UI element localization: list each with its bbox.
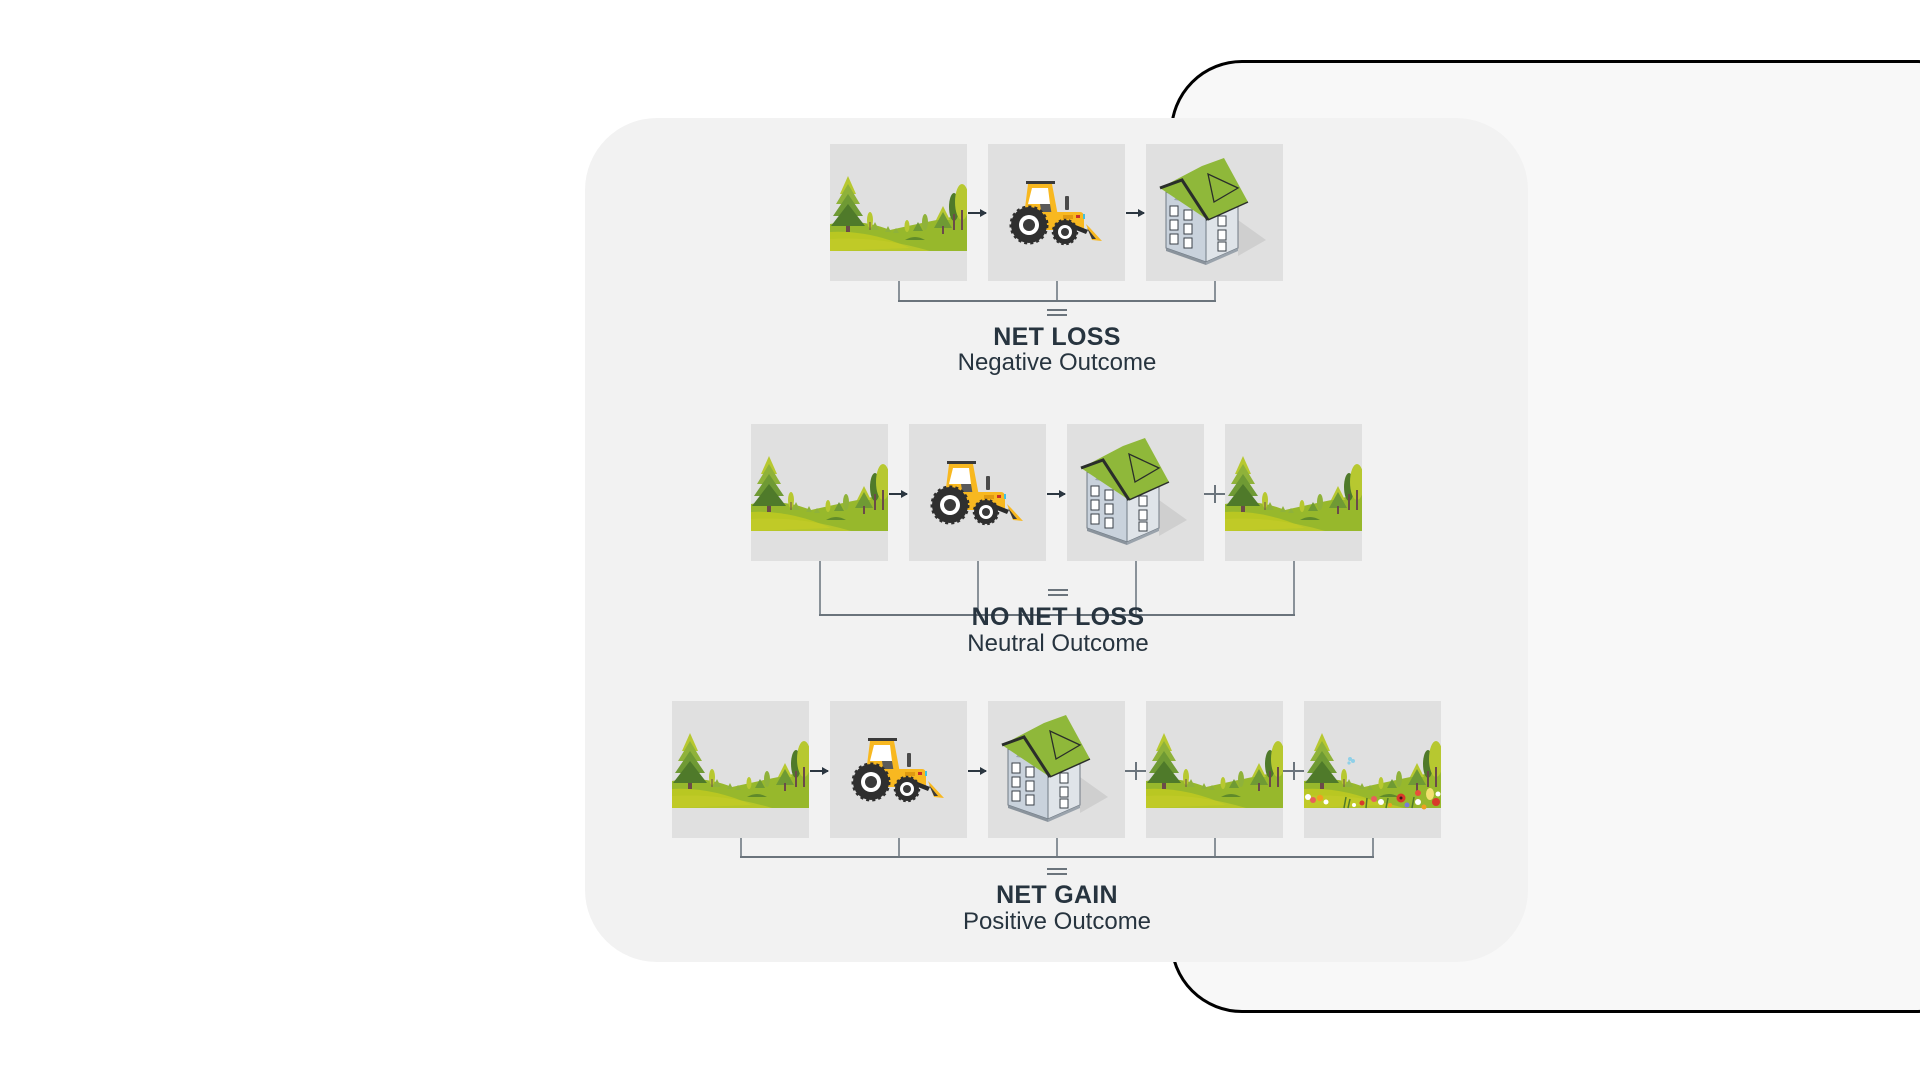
bracket-line bbox=[740, 856, 1374, 858]
landscape-icon bbox=[751, 424, 888, 561]
outcome-subtitle: Neutral Outcome bbox=[967, 630, 1149, 657]
outcome-subtitle: Positive Outcome bbox=[962, 908, 1152, 935]
tractor-loader-icon bbox=[988, 144, 1125, 281]
bracket-drop bbox=[977, 561, 979, 615]
bracket-drop bbox=[1056, 838, 1058, 857]
bracket-drop bbox=[1214, 281, 1216, 301]
excavator-tile bbox=[988, 144, 1125, 281]
equals-icon bbox=[1047, 868, 1067, 875]
excavator-tile bbox=[909, 424, 1046, 561]
bracket-line bbox=[898, 300, 1216, 302]
bracket-drop bbox=[819, 561, 821, 615]
landscape-icon bbox=[1146, 701, 1283, 838]
tractor-loader-icon bbox=[909, 424, 1046, 561]
outcome-title: NET GAIN bbox=[996, 881, 1118, 909]
building-icon bbox=[988, 701, 1125, 838]
bracket-drop bbox=[1293, 561, 1295, 615]
arrow-right-icon bbox=[1047, 490, 1066, 498]
arrow-right-icon bbox=[810, 767, 829, 775]
equals-icon bbox=[1047, 309, 1067, 316]
excavator-tile bbox=[830, 701, 967, 838]
arrow-right-icon bbox=[1126, 209, 1145, 217]
tractor-loader-icon bbox=[830, 701, 967, 838]
bracket-drop bbox=[898, 281, 900, 301]
bracket-drop bbox=[1135, 561, 1137, 615]
flower-meadow-tile bbox=[1304, 701, 1441, 838]
outcome-title: NO NET LOSS bbox=[971, 603, 1145, 631]
building-icon bbox=[1146, 144, 1283, 281]
arrow-right-icon bbox=[968, 767, 987, 775]
bracket-drop bbox=[898, 838, 900, 857]
landscape-icon bbox=[830, 144, 967, 281]
outcome-title: NET LOSS bbox=[993, 323, 1121, 351]
landscape-tile bbox=[830, 144, 967, 281]
landscape-tile bbox=[1146, 701, 1283, 838]
landscape-tile bbox=[751, 424, 888, 561]
bracket-drop bbox=[1056, 281, 1058, 301]
landscape-icon bbox=[1225, 424, 1362, 561]
arrow-right-icon bbox=[968, 209, 987, 217]
building-tile bbox=[988, 701, 1125, 838]
landscape-tile bbox=[672, 701, 809, 838]
bracket-drop bbox=[740, 838, 742, 857]
landscape-icon bbox=[672, 701, 809, 838]
bracket-drop bbox=[1372, 838, 1374, 857]
equals-icon bbox=[1048, 589, 1068, 596]
landscape-tile bbox=[1225, 424, 1362, 561]
outcome-subtitle: Negative Outcome bbox=[957, 349, 1157, 376]
arrow-right-icon bbox=[889, 490, 908, 498]
building-icon bbox=[1067, 424, 1204, 561]
bracket-line bbox=[819, 614, 1295, 616]
building-tile bbox=[1067, 424, 1204, 561]
building-tile bbox=[1146, 144, 1283, 281]
diagram-card: NET LOSS Negative Outcome NO NET LOSS Ne… bbox=[585, 118, 1528, 962]
bracket-drop bbox=[1214, 838, 1216, 857]
flower-meadow-icon bbox=[1304, 701, 1441, 838]
